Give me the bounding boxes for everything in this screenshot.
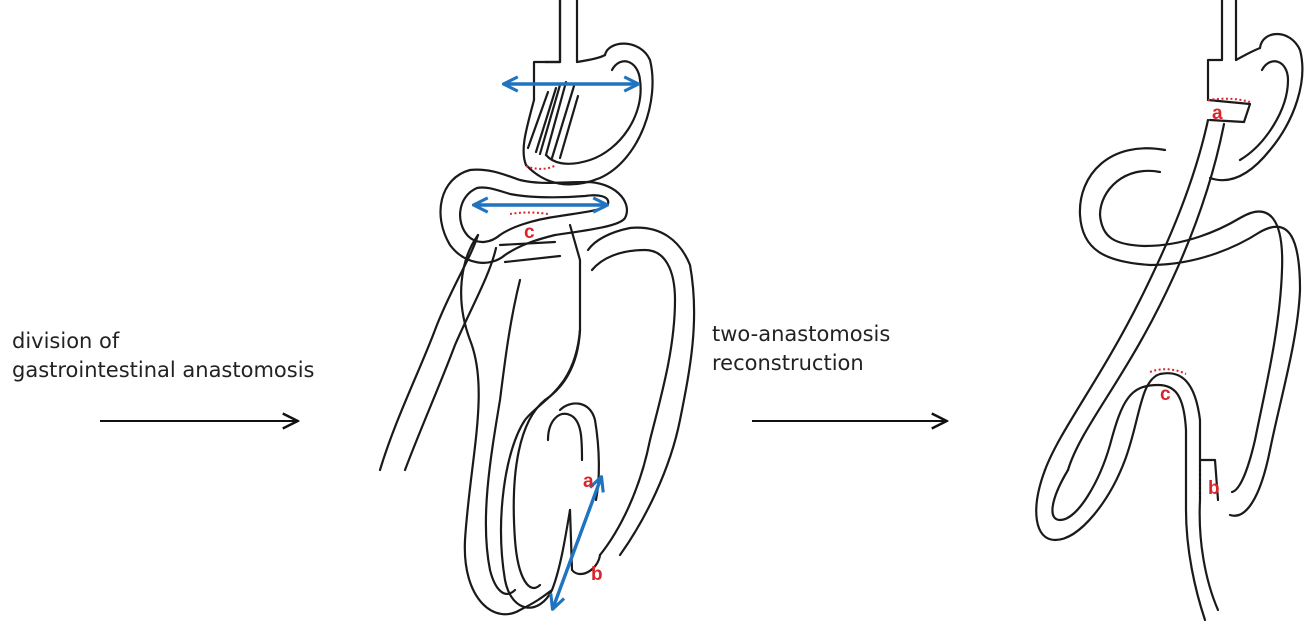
caption-reconstruction: two-anastomosis reconstruction [712, 320, 890, 378]
caption-reconstruction-line1: two-anastomosis [712, 320, 890, 349]
staple-line-hatching [528, 82, 578, 158]
caption-division-line1: division of [12, 327, 314, 356]
caption-reconstruction-line2: reconstruction [712, 349, 890, 378]
arrow-limb-segment [553, 478, 601, 608]
jejunal-limbs [380, 225, 694, 614]
caption-division: division of gastrointestinal anastomosis [12, 327, 314, 385]
post-operative-anatomy: a c b [1036, 0, 1302, 620]
label-a-after: a [1212, 103, 1223, 124]
anastomosis-ring [440, 170, 626, 263]
caption-division-line2: gastrointestinal anastomosis [12, 356, 314, 385]
label-c-after: c [1160, 384, 1171, 405]
cut-line-c [510, 213, 548, 215]
stomach-pouch [526, 44, 653, 185]
label-b-before: b [591, 564, 603, 585]
label-a-before: a [583, 471, 594, 492]
label-b-after: b [1208, 478, 1220, 499]
pre-operative-anatomy: c a b [380, 0, 694, 614]
gastric-loop [1080, 148, 1300, 515]
cut-line-upper [526, 165, 556, 169]
lower-loop [1036, 369, 1218, 620]
esophagus-segment-after [1208, 0, 1260, 100]
label-c-before: c [524, 222, 535, 243]
